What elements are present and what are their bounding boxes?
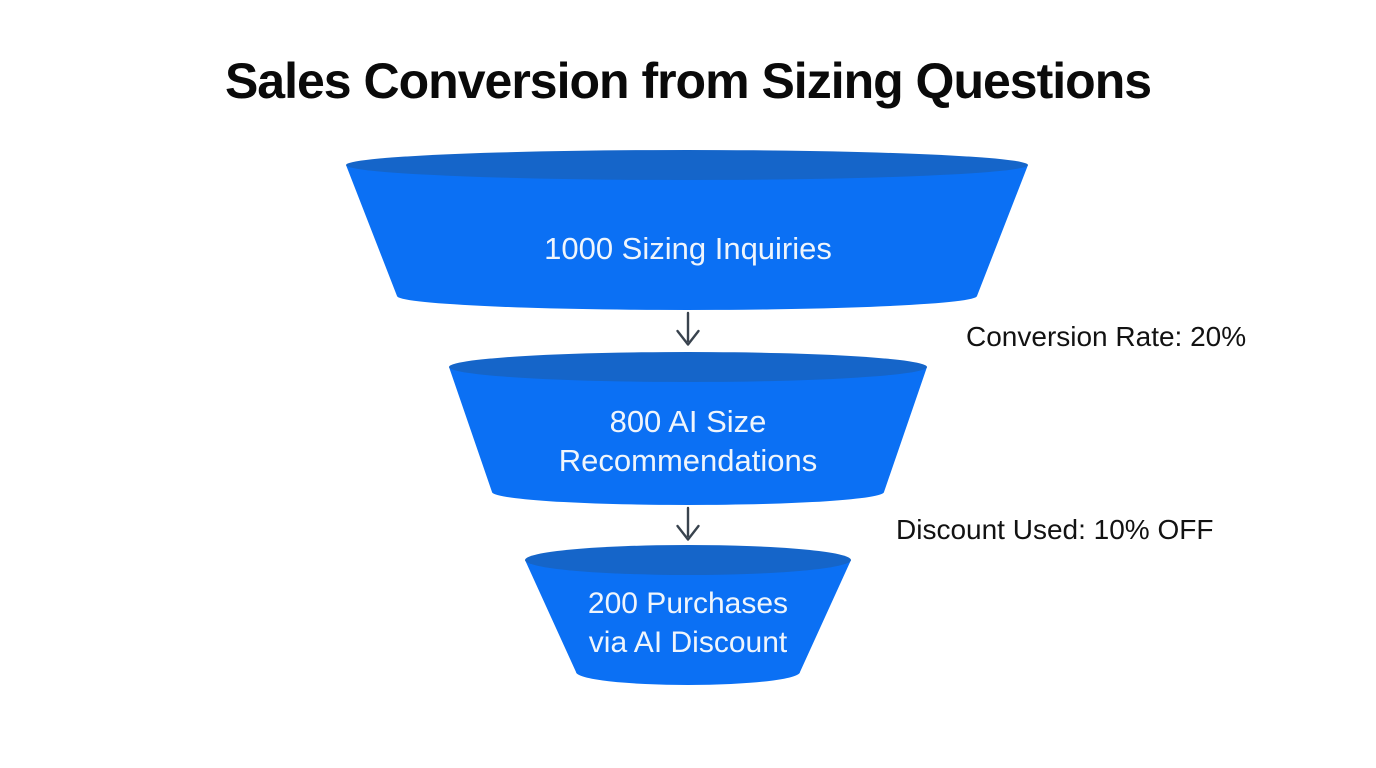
funnel-stage-1-shape xyxy=(346,150,1028,310)
conversion-rate-annotation: Conversion Rate: 20% xyxy=(966,321,1247,352)
down-arrow-icon xyxy=(676,311,700,346)
funnel-stage-3-top-ellipse xyxy=(525,545,851,575)
funnel-stage-2-body xyxy=(449,367,927,505)
chart-title: Sales Conversion from Sizing Questions xyxy=(224,53,1152,109)
funnel-stage-1-top-ellipse xyxy=(346,150,1028,180)
discount-used-annotation: Discount Used: 10% OFF xyxy=(896,514,1214,545)
funnel-stage-2-top-ellipse xyxy=(449,352,927,382)
funnel-stage-2-shape xyxy=(449,352,927,505)
funnel-stage-1-body xyxy=(346,165,1028,310)
funnel-stage-3-label: 200 Purchases via AI Discount xyxy=(587,587,789,659)
funnel-stage-3-shape xyxy=(525,545,851,685)
funnel-stage-3-body xyxy=(525,560,851,685)
funnel-stage-2-label: 800 AI Size Recommendations xyxy=(558,404,818,478)
down-arrow-icon xyxy=(676,506,700,541)
funnel-stage-1-label: 1000 Sizing Inquiries xyxy=(544,231,832,266)
